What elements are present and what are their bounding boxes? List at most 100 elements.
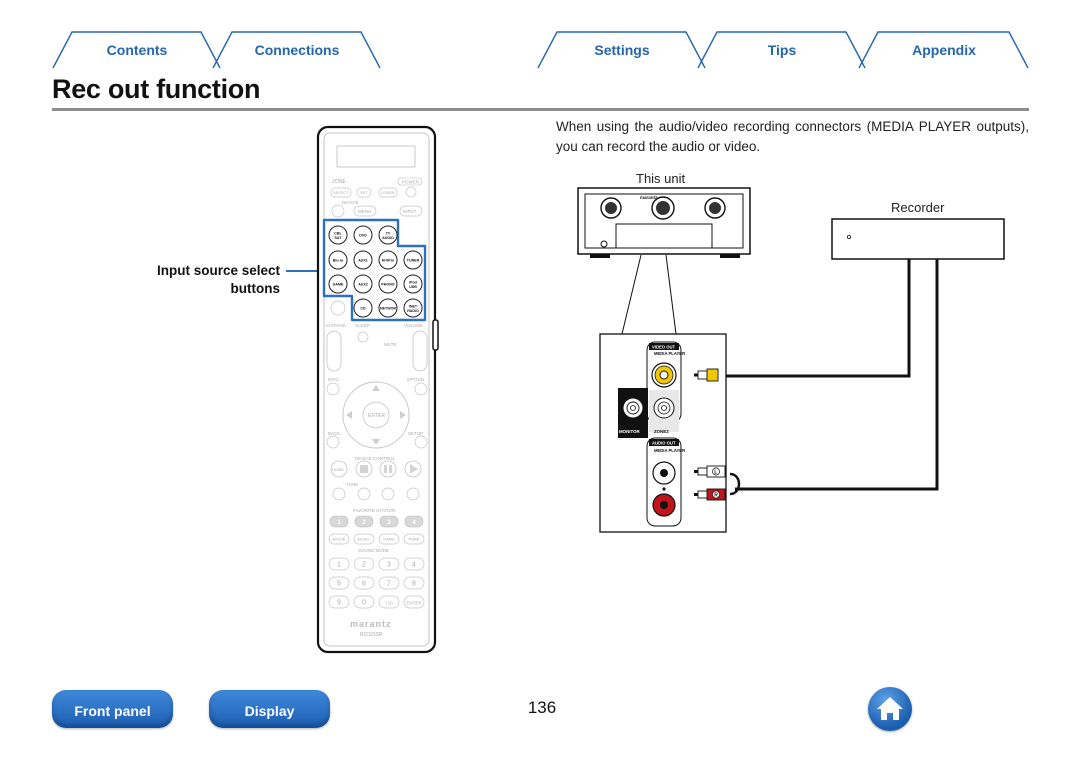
audio-l-plug: L	[694, 465, 726, 478]
favorite-key-2: 2	[354, 515, 374, 528]
source-button-14-label: RADIO	[407, 309, 419, 313]
callout-line-1: Input source select	[156, 263, 280, 278]
av-receiver: marantz	[577, 187, 751, 258]
set-label: SET	[360, 190, 368, 195]
number-key-label: +10	[385, 601, 393, 606]
title-divider	[52, 108, 1029, 111]
home-icon	[877, 697, 903, 720]
callout-line-2: buttons	[230, 281, 281, 296]
page-number: 136	[527, 698, 557, 717]
number-key-label: 0	[362, 600, 366, 607]
select-label: SELECT	[333, 190, 349, 195]
tab-appendix-label: Appendix	[912, 42, 976, 58]
source-button-7: TUNER	[403, 250, 423, 270]
source-button-14-label: INET	[409, 305, 418, 309]
tab-connections-label: Connections	[254, 42, 340, 58]
plug-l-label: L	[714, 470, 717, 476]
source-button-6: M-XPor	[378, 250, 398, 270]
plug-r-label: R	[714, 493, 718, 499]
source-button-9: AUX2	[353, 274, 373, 294]
number-key-10: 0	[353, 595, 375, 609]
mode-key-pure: PURE	[403, 533, 425, 545]
home-label: HOME	[332, 467, 344, 472]
source-button-7-label: TUNER	[407, 258, 420, 262]
source-button-13: NETWOR	[378, 298, 398, 318]
page-title: Rec out function	[52, 74, 261, 104]
menu-label: MENU	[358, 209, 371, 214]
tab-appendix[interactable]: Appendix	[858, 30, 1030, 70]
setup-label: SETUP	[408, 431, 423, 436]
mode-key-label: MOVIE	[333, 537, 346, 542]
number-key-7: 7	[378, 576, 400, 590]
input-source-callout: Input source select buttons	[157, 262, 280, 298]
favorite-key-label: 4	[412, 520, 416, 526]
zone2-label: ZONE2	[654, 429, 669, 434]
connection-diagram: marantz VIDEO OUT MEDIA PLAYER	[577, 187, 1005, 533]
home-button[interactable]	[868, 687, 912, 731]
display-button[interactable]: Display	[209, 690, 330, 728]
favorite-key-label: 2	[362, 520, 366, 526]
source-button-5: AUX1	[353, 250, 373, 270]
mute-label: MUTE	[384, 342, 397, 347]
tab-tips[interactable]: Tips	[697, 30, 867, 70]
mode-key-game: GAME	[378, 533, 400, 545]
audio-r-plug: R	[694, 488, 726, 501]
recorder-label: Recorder	[891, 200, 945, 215]
number-key-2: 2	[353, 557, 375, 571]
tab-connections[interactable]: Connections	[212, 30, 382, 70]
tab-settings[interactable]: Settings	[537, 30, 707, 70]
intro-text: When using the audio/video recording con…	[556, 119, 1029, 154]
number-key-3: 3	[378, 557, 400, 571]
number-key-label: 2	[362, 562, 366, 569]
input-label: INPUT	[403, 209, 417, 214]
device-label: DEVICE	[342, 200, 359, 205]
tab-outline	[212, 31, 381, 69]
number-key-8: 8	[403, 576, 425, 590]
cursor-ring	[342, 381, 410, 449]
source-button-1-label: SAT	[335, 236, 343, 240]
info-label: INFO	[328, 377, 339, 382]
tab-contents[interactable]: Contents	[52, 30, 222, 70]
audio-out-label: AUDIO OUT	[652, 441, 676, 446]
favorite-key-label: 3	[387, 520, 391, 526]
source-button-4-label: Blu-ra	[333, 258, 344, 262]
source-button-11-label: USB	[409, 285, 417, 289]
source-button-8-label: GAME	[333, 282, 344, 286]
number-key-12: ENTER	[403, 595, 425, 609]
favorite-key-3: 3	[379, 515, 399, 528]
power-label: POWER	[402, 180, 420, 185]
tune-label: TUNE	[346, 482, 358, 487]
number-key-11: +10	[378, 595, 400, 609]
front-panel-button[interactable]: Front panel	[52, 690, 173, 728]
source-button-8: GAME	[328, 274, 348, 294]
ch-page-label: CH/PAGE	[326, 323, 346, 328]
source-button-10: PHONO	[378, 274, 398, 294]
device-control-label: DEVICE CONTROL	[355, 456, 396, 461]
zone-label: ZONE	[332, 179, 347, 185]
tab-outline	[537, 31, 706, 69]
number-key-label: 6	[362, 581, 366, 588]
unit-brand: marantz	[640, 195, 658, 200]
sound-mode-label: SOUND MODE	[358, 548, 389, 553]
mode-key-movie: MOVIE	[328, 533, 350, 545]
favorite-key-label: 1	[337, 520, 341, 526]
sleep-label: SLEEP	[355, 323, 370, 328]
source-button-9-label: AUX2	[358, 282, 368, 286]
number-key-4: 4	[403, 557, 425, 571]
number-key-label: 5	[337, 581, 341, 588]
mode-key-label: GAME	[383, 537, 395, 542]
video-plug	[694, 368, 719, 382]
rear-panel: VIDEO OUT MEDIA PLAYER MONITOR ZONE2 AUD…	[599, 333, 727, 533]
back-label: BACK	[328, 431, 340, 436]
tab-tips-label: Tips	[767, 42, 797, 58]
monitor-label: MONITOR	[619, 429, 640, 434]
this-unit-label: This unit	[636, 171, 686, 186]
source-button-13-label: NETWOR	[380, 306, 396, 310]
source-button-10-label: PHONO	[381, 282, 394, 286]
number-key-label: 7	[387, 581, 391, 588]
number-key-label: 3	[387, 562, 391, 569]
number-key-label: 4	[412, 562, 416, 569]
